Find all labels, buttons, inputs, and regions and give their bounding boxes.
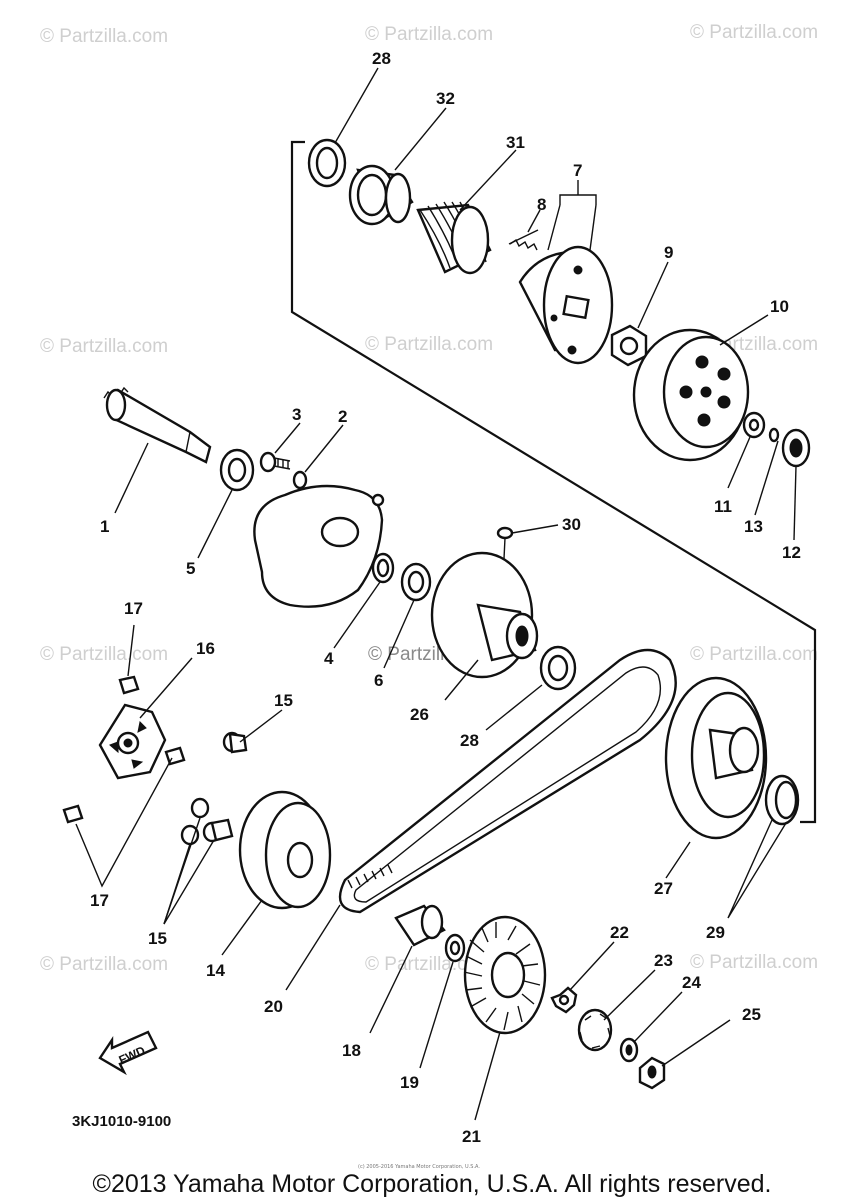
part-13-washer	[768, 427, 780, 443]
callout-11: 11	[714, 497, 732, 516]
callout-24: 24	[682, 973, 701, 992]
callout-10: 10	[770, 297, 789, 316]
part-15-weight-roller	[190, 797, 210, 819]
callout-16: 16	[196, 639, 215, 658]
callout-15-top: 15	[274, 691, 293, 710]
callout-5: 5	[186, 559, 195, 578]
callout-22: 22	[610, 923, 629, 942]
callout-30: 30	[562, 515, 581, 534]
part-9-nut	[610, 324, 648, 367]
part-10-clutch-housing	[632, 328, 750, 462]
callout-7: 7	[573, 161, 582, 180]
part-28-oil-seal-lower	[539, 645, 577, 691]
callout-25: 25	[742, 1005, 761, 1024]
watermark: © Partzilla.com	[365, 334, 493, 355]
part-11-nut	[742, 411, 766, 439]
part-4-oil-seal	[371, 552, 395, 584]
part-3-bolt	[259, 451, 291, 473]
callout-12: 12	[782, 543, 801, 562]
watermark: © Partzilla.com	[40, 954, 168, 975]
watermark: © Partzilla.com	[40, 26, 168, 47]
part-27-secondary-sliding-sheave	[664, 676, 768, 840]
fwd-arrow-icon: FWD	[98, 1030, 158, 1076]
part-19-washer	[444, 933, 466, 963]
part-8-clutch-spring	[508, 229, 539, 251]
callout-4: 4	[324, 649, 334, 668]
part-22-star-washer	[550, 986, 578, 1014]
callout-1: 1	[100, 517, 109, 536]
part-26-secondary-fixed-sheave	[430, 551, 539, 679]
part-20-v-belt	[338, 648, 677, 914]
callout-6: 6	[374, 671, 383, 690]
watermark: © Partzilla.com	[365, 24, 493, 45]
callout-17-bottom: 17	[90, 891, 109, 910]
watermark: © Partzilla.com	[40, 336, 168, 357]
callout-2: 2	[338, 407, 347, 426]
part-15-weight-roller	[222, 731, 248, 754]
part-23-one-way-clutch	[577, 1008, 613, 1052]
part-16-cam-plate	[98, 703, 167, 780]
part-32-collar	[348, 164, 414, 226]
assembly-frame-lines	[290, 140, 817, 824]
watermark: © Partzilla.com	[690, 644, 818, 665]
callout-17-top: 17	[124, 599, 143, 618]
part-cover-gasket	[253, 484, 385, 608]
watermark: © Partzilla.com	[690, 22, 818, 43]
part-2-washer	[292, 470, 308, 490]
callout-19: 19	[400, 1073, 419, 1092]
part-15-weight-roller	[202, 818, 234, 843]
part-31-compression-spring	[416, 201, 492, 275]
part-12-bearing	[781, 428, 811, 468]
part-18-collar	[394, 904, 446, 947]
callout-29: 29	[706, 923, 725, 942]
callout-28: 28	[372, 49, 391, 68]
part-17-slider-left	[62, 804, 84, 824]
part-14-primary-sliding-sheave	[238, 790, 332, 910]
part-5-bearing	[219, 448, 255, 492]
part-17-slider-top	[118, 675, 140, 695]
callout-27: 27	[654, 879, 673, 898]
callout-28-lower: 28	[460, 731, 479, 750]
part-24-washer	[619, 1037, 639, 1063]
callout-26: 26	[410, 705, 429, 724]
copyright-notice: ©2013 Yamaha Motor Corporation, U.S.A. A…	[93, 1170, 772, 1198]
callout-9: 9	[664, 243, 673, 262]
small-copyright: (c) 2005-2016 Yamaha Motor Corporation, …	[358, 1164, 480, 1170]
callout-8: 8	[537, 195, 546, 214]
callout-23: 23	[654, 951, 673, 970]
callout-3: 3	[292, 405, 301, 424]
part-6-oil-seal	[400, 562, 432, 602]
callout-labels: 28 32 31 7 8 9 10 1 3 2 5 11 13 12 30 4 …	[90, 49, 801, 1146]
part-25-nut	[638, 1056, 666, 1090]
watermark: © Partzilla.com	[690, 952, 818, 973]
part-7-clutch-carrier-assembly	[518, 245, 614, 365]
callout-32: 32	[436, 89, 455, 108]
part-1-primary-sliding-sheave-shaft	[103, 386, 212, 464]
leader-lines	[75, 67, 797, 1121]
callout-14: 14	[206, 961, 225, 980]
watermark-layer: © Partzilla.com © Partzilla.com © Partzi…	[40, 22, 818, 975]
diagram-code: 3KJ1010-9100	[72, 1113, 171, 1130]
watermark: © Partzilla.com	[40, 644, 168, 665]
callout-13: 13	[744, 517, 763, 536]
part-29-circlip	[764, 774, 800, 826]
callout-20: 20	[264, 997, 283, 1016]
part-28-oil-seal-top	[307, 138, 347, 188]
callout-15-bottom: 15	[148, 929, 167, 948]
callout-21: 21	[462, 1127, 481, 1146]
callout-31: 31	[506, 133, 525, 152]
callout-18: 18	[342, 1041, 361, 1060]
part-17-slider-right	[164, 746, 186, 766]
part-21-primary-fixed-sheave	[463, 915, 547, 1035]
part-15-weight-roller	[180, 824, 200, 846]
